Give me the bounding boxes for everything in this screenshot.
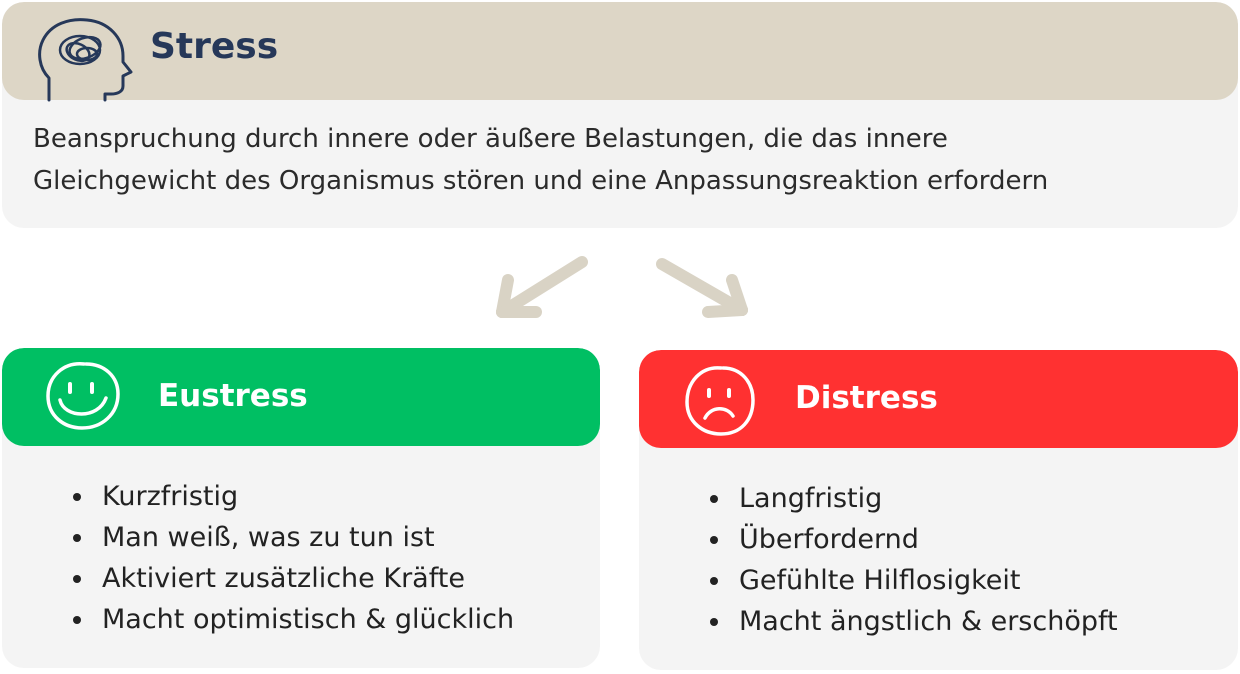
list-item: Langfristig [701, 478, 1118, 519]
list-item: Gefühlte Hilflosigkeit [701, 560, 1118, 601]
stress-description: Beanspruchung durch innere oder äußere B… [33, 118, 1048, 202]
arrow-left-icon [496, 256, 588, 318]
list-item: Macht ängstlich & erschöpft [701, 601, 1118, 642]
list-item: Macht optimistisch & glücklich [64, 599, 514, 640]
list-item: Kurzfristig [64, 476, 514, 517]
eustress-card: Eustress Kurzfristig Man weiß, was zu tu… [2, 348, 600, 668]
list-item: Aktiviert zusätzliche Kräfte [64, 558, 514, 599]
stress-title: Stress [150, 26, 279, 67]
distress-title: Distress [795, 380, 938, 416]
head-scribble-icon [38, 18, 133, 102]
eustress-header [2, 348, 600, 446]
eustress-list: Kurzfristig Man weiß, was zu tun ist Akt… [64, 476, 514, 640]
distress-list: Langfristig Überfordernd Gefühlte Hilflo… [701, 478, 1118, 642]
stress-card: Stress Beanspruchung durch innere oder ä… [2, 2, 1238, 228]
distress-header [639, 350, 1238, 448]
stress-description-line-2: Gleichgewicht des Organismus stören und … [33, 166, 1049, 196]
list-item: Überfordernd [701, 519, 1118, 560]
arrow-right-icon [656, 258, 748, 318]
stress-description-line-1: Beanspruchung durch innere oder äußere B… [33, 124, 948, 154]
list-item: Man weiß, was zu tun ist [64, 517, 514, 558]
sad-face-icon [685, 366, 755, 436]
smiley-face-icon [46, 362, 120, 430]
stress-header [2, 2, 1238, 100]
distress-card: Distress Langfristig Überfordernd Gefühl… [639, 350, 1238, 670]
eustress-title: Eustress [158, 378, 308, 414]
